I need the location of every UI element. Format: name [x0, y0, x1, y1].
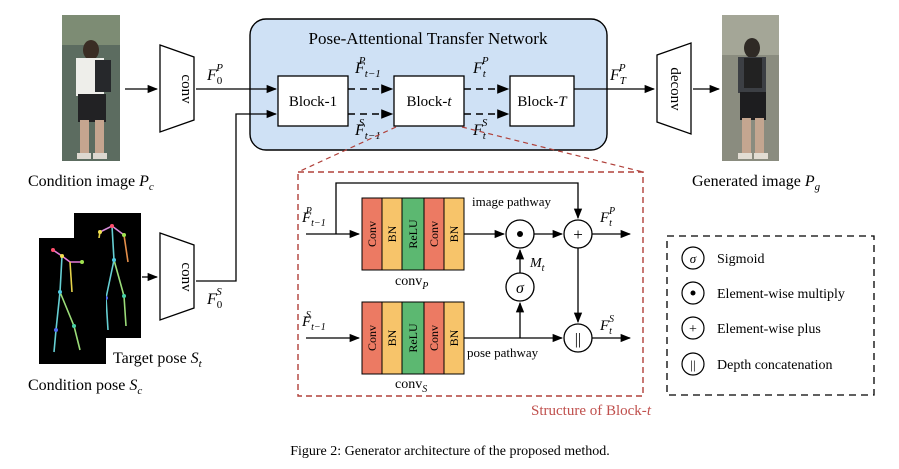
label-F0P: F0P	[206, 62, 223, 87]
layer-bn-p-2-label: BN	[447, 225, 461, 242]
layer-bn-p-1-label: BN	[385, 225, 399, 242]
generated-image-label: Generated image Pg	[692, 173, 821, 193]
label-Ft-1P: Ft−1P	[354, 55, 381, 80]
label-F0S: F0S	[206, 286, 223, 311]
image-pathway-label: image pathway	[472, 194, 552, 209]
label-block-out-FtP: FtP	[599, 206, 615, 229]
legend-plus-label: Element-wise plus	[717, 322, 821, 337]
block-T-label: Block-T	[517, 94, 568, 110]
generated-image	[722, 15, 779, 161]
label-block-out-FtS: FtS	[599, 314, 614, 337]
conv-p-stack	[361, 197, 465, 271]
conv-encoder-pose-label: conv	[178, 262, 194, 292]
condition-pose-label: Condition pose Sc	[28, 377, 142, 397]
arrow-fs0-to-block1	[196, 109, 278, 282]
block-1-label: Block-1	[289, 94, 337, 110]
block-structure-frame	[297, 171, 644, 397]
layer-conv-p-2-label: Conv	[427, 221, 441, 247]
arrow-skip-residual	[335, 182, 583, 234]
pose-pathway-label: pose pathway	[467, 345, 539, 360]
layer-bn-s-2-label: BN	[447, 329, 461, 346]
layer-conv-s-1-label: Conv	[365, 325, 379, 351]
label-block-Ft-1S: Ft−1S	[301, 310, 326, 333]
conv-s-label: convS	[395, 377, 427, 395]
block-t-label: Block-t	[407, 94, 453, 110]
figure-caption: Figure 2: Generator architecture of the …	[290, 444, 610, 459]
legend-concat-label: Depth concatenation	[717, 358, 832, 373]
label-FtS: FtS	[472, 117, 488, 142]
block-t	[393, 75, 465, 127]
conv-encoder-pose	[159, 232, 195, 321]
label-FtP: FtP	[472, 55, 489, 80]
multiply-dot-icon	[517, 231, 523, 237]
legend-concat-icon	[681, 352, 705, 376]
layer-conv-s-2-label: Conv	[427, 325, 441, 351]
condition-pose-image	[39, 238, 106, 364]
layer-conv-p-1-label: Conv	[365, 221, 379, 247]
legend-concat-symbol: ||	[690, 357, 695, 372]
concat-node-symbol: ||	[575, 331, 581, 348]
target-pose-label: Target pose St	[113, 350, 203, 370]
mask-label: Mt	[529, 256, 545, 274]
label-FTP: FTP	[609, 62, 627, 87]
conv-p-label: convP	[395, 274, 428, 292]
sigmoid-node-symbol: σ	[516, 280, 525, 297]
layer-relu-s-label: ReLU	[406, 323, 420, 353]
legend-sigmoid-symbol: σ	[690, 251, 697, 266]
legend-sigmoid-label: Sigmoid	[717, 252, 764, 267]
deconv-decoder	[656, 42, 692, 135]
legend-plus-icon	[681, 316, 705, 340]
conv-encoder-image-label: conv	[178, 74, 194, 104]
condition-image	[62, 15, 120, 161]
deconv-decoder-label: deconv	[667, 67, 683, 111]
block-structure-title: Structure of Block-t	[531, 403, 652, 419]
block-1	[277, 75, 349, 127]
layer-bn-s-1-label: BN	[385, 329, 399, 346]
block-T	[509, 75, 575, 127]
legend-multiply-dot-icon	[690, 290, 696, 296]
zoom-line-right	[461, 126, 644, 173]
label-block-Ft-1P: Ft−1P	[301, 206, 326, 229]
conv-s-stack	[361, 301, 465, 375]
legend-multiply-label: Element-wise multiply	[717, 287, 845, 302]
conv-encoder-image	[159, 44, 195, 133]
legend-sigmoid-icon	[681, 246, 705, 270]
legend-plus-symbol: +	[689, 322, 697, 337]
condition-image-label: Condition image Pc	[28, 173, 154, 193]
legend-box	[666, 235, 875, 396]
layer-relu-p-label: ReLU	[406, 219, 420, 249]
network-title: Pose-Attentional Transfer Network	[309, 29, 548, 48]
plus-node-symbol: +	[573, 225, 583, 244]
